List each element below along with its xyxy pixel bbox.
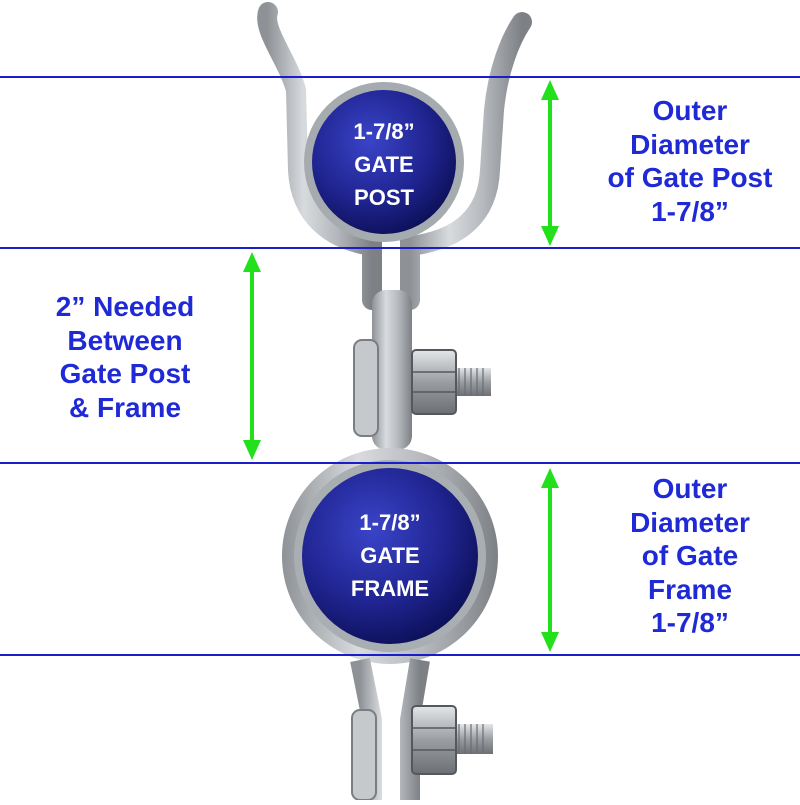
dimension-arrow-icon xyxy=(541,80,559,246)
nut-icon xyxy=(411,705,457,775)
post-clamp-bracket xyxy=(257,2,532,310)
post-circle-label: 1-7/8” GATE POST xyxy=(314,115,454,214)
dimension-arrow-icon xyxy=(243,252,261,460)
lower-hinge-strap xyxy=(350,658,430,801)
gate-post-pipe xyxy=(304,82,464,242)
bolt-icon xyxy=(455,724,493,754)
post-word-text: POST xyxy=(354,185,414,210)
frame-gate-text: GATE xyxy=(360,543,420,568)
post-gate-text: GATE xyxy=(354,152,414,177)
bolt-icon xyxy=(455,368,491,396)
nut-icon xyxy=(411,349,457,415)
frame-word-text: FRAME xyxy=(350,576,430,601)
guide-lines xyxy=(0,76,800,656)
frame-circle-label: 1-7/8” GATE FRAME xyxy=(320,506,460,605)
frame-diameter-label: Outer Diameter of Gate Frame 1-7/8” xyxy=(630,473,750,639)
hinge-strap xyxy=(353,290,412,450)
frame-size-text: 1-7/8” xyxy=(359,510,421,535)
dimension-arrow-icon xyxy=(541,468,559,652)
post-diameter-label: Outer Diameter of Gate Post 1-7/8” xyxy=(607,95,773,227)
frame-clamp-ring xyxy=(282,448,498,664)
post-size-text: 1-7/8” xyxy=(353,119,415,144)
gap-needed-label: 2” Needed Between Gate Post & Frame xyxy=(55,291,195,423)
